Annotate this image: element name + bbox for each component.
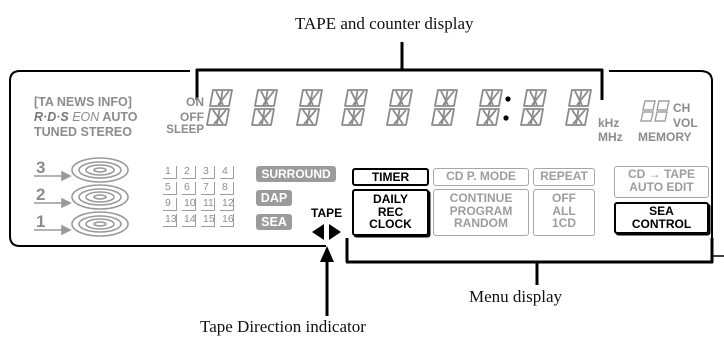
sea-control-line2: CONTROL (631, 216, 692, 231)
surround-indicator: SURROUND (256, 166, 336, 182)
preset-3: 3 (201, 166, 215, 179)
sleep-label: SLEEP (166, 124, 204, 136)
all-option: ALL (552, 203, 576, 218)
preset-13: 13 (163, 213, 177, 227)
daily-rec-clock-box: DAILY REC CLOCK (352, 189, 429, 236)
disc-label-3: 3 (36, 158, 46, 177)
off-option: OFF (552, 191, 576, 205)
counter-display-callout: TAPE and counter display (295, 14, 474, 33)
random-label: RANDOM (454, 216, 508, 231)
rds-eon-auto-label: R·D·S EON AUTO (34, 110, 138, 124)
rds-label: R·D·S (34, 110, 69, 124)
preset-15: 15 (201, 213, 215, 227)
disc-label-2: 2 (36, 185, 46, 204)
program-label: PROGRAM (449, 203, 513, 218)
disc-3-icon (34, 157, 129, 183)
disc-1-icon (34, 211, 129, 237)
disc-2-icon (34, 184, 129, 210)
cd-tape-auto-edit-box: CD → TAPE AUTO EDIT (614, 166, 709, 198)
auto-edit-label: AUTO EDIT (629, 179, 694, 194)
mhz-label: MHz (598, 130, 623, 144)
memory-label: MEMORY (638, 130, 692, 144)
1cd-option: 1CD (551, 216, 576, 231)
daily-label: DAILY (373, 192, 408, 206)
preset-5: 5 (163, 182, 177, 195)
continue-label: CONTINUE (449, 191, 513, 205)
timer-box: TIMER (352, 168, 429, 186)
dap-indicator: DAP (256, 190, 292, 206)
preset-1: 1 (163, 166, 177, 179)
vol-label: VOL (673, 116, 698, 130)
preset-6: 6 (182, 182, 196, 195)
eon-label: EON (72, 110, 100, 124)
sea-control-line1: SEA (649, 204, 674, 218)
preset-9: 9 (163, 198, 177, 211)
preset-4: 4 (220, 166, 234, 179)
sea-indicator: SEA (256, 214, 292, 230)
repeat-options-box: OFF ALL 1CD (533, 189, 595, 236)
khz-label: kHz (598, 116, 620, 130)
ta-news-info-label: [TA NEWS INFO] (34, 95, 132, 109)
preset-2: 2 (182, 166, 196, 179)
tape-label: TAPE (311, 206, 343, 220)
repeat-box: REPEAT (533, 168, 595, 186)
rec-label: REC (377, 204, 404, 219)
tape-direction-callout: Tape Direction indicator (200, 317, 366, 336)
preset-8: 8 (220, 182, 234, 195)
preset-11: 11 (201, 197, 215, 211)
disc-label-1: 1 (36, 212, 46, 231)
preset-16: 16 (220, 213, 234, 227)
clock-label: CLOCK (369, 217, 412, 232)
preset-10: 10 (182, 197, 196, 211)
cd-tape-label: CD → TAPE (627, 167, 696, 181)
tape-direction-icon (312, 224, 341, 240)
sea-control-box: SEA CONTROL (614, 202, 709, 234)
off-label: OFF (180, 110, 204, 124)
preset-7: 7 (201, 182, 215, 195)
auto-label: AUTO (102, 110, 138, 124)
continue-program-random-box: CONTINUE PROGRAM RANDOM (433, 189, 529, 236)
ch-label: CH (673, 101, 691, 115)
cd-p-mode-box: CD P. MODE (433, 168, 529, 186)
on-label: ON (186, 95, 204, 109)
preset-12: 12 (220, 197, 234, 211)
preset-14: 14 (182, 213, 196, 227)
tuned-stereo-label: TUNED STEREO (34, 125, 132, 139)
menu-display-callout: Menu display (469, 287, 563, 306)
